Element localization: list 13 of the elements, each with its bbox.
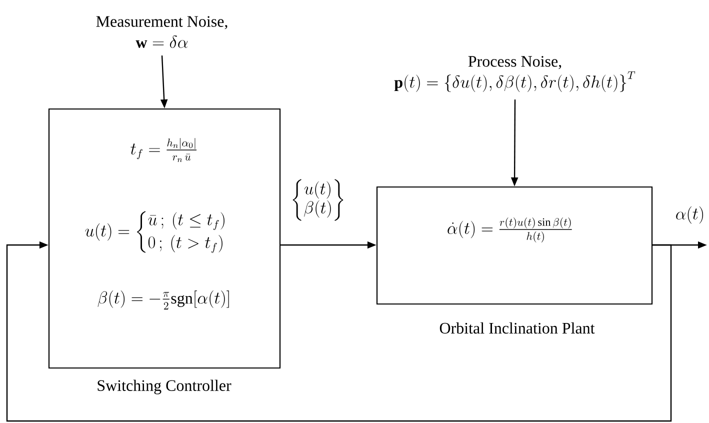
edge-label: $\alpha(t)$ [676, 206, 704, 224]
noise-title: Measurement Noise, [96, 16, 228, 30]
noise-title: Process Noise, [468, 56, 562, 70]
formula: $u(t) = \begin{cases}\bar{u}\,;\ (t\le t_f)\\ 0\,;\ (t>t_f)\end{cases}$ [85, 211, 224, 253]
formula: $t_f = \frac{h_n|\alpha_0|}{r_n\,\bar{u}}$ [130, 138, 196, 162]
edge-label: $\begin{Bmatrix}u(t)\\ \beta(t)\end{Bmatrix}$ [292, 179, 344, 221]
formula: $\mathbf{w} = \delta\alpha$ [136, 35, 188, 48]
arrow [6, 241, 672, 422]
formula: $\beta(t) = -\frac{\pi}{2}\mathrm{sgn}[\alpha(t)]$ [98, 290, 229, 310]
block-title: Switching Controller [98, 380, 232, 394]
formula: $\mathbf{p}(t) = \left\{\delta u(t), \delta\beta(t), \delta r(t), \delta h(t)\right\}^T$ [394, 71, 636, 92]
formula: $\dot{\alpha}(t) = \frac{r(t)u(t)\sin\beta(t)}{h(t)}$ [448, 218, 572, 242]
block-title: Orbital Inclination Plant [440, 322, 595, 334]
